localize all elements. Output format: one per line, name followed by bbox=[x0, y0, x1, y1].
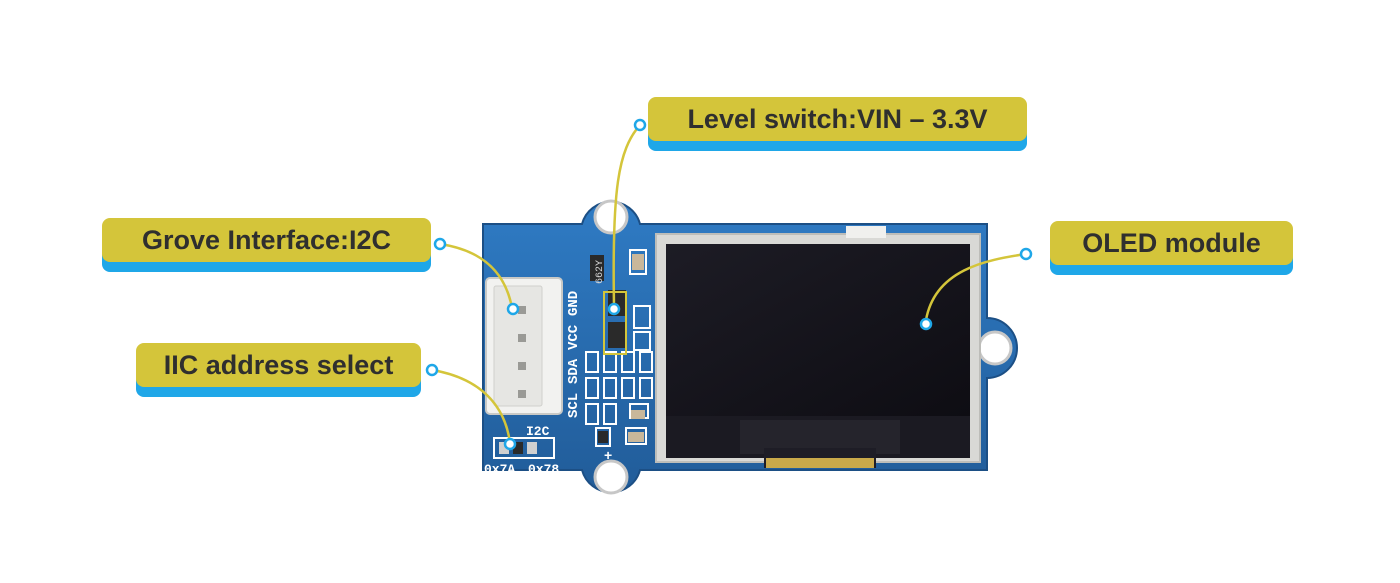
leader-grove bbox=[439, 242, 514, 309]
leader-iic bbox=[431, 368, 512, 444]
marker-dot-oled bbox=[919, 317, 933, 331]
grove-connector bbox=[485, 277, 563, 415]
callout-grove-interface: Grove Interface:I2C bbox=[102, 218, 431, 272]
callout-iic-address-label: IIC address select bbox=[136, 343, 421, 387]
mounting-hole-bottom bbox=[593, 459, 629, 495]
oled-module bbox=[655, 226, 981, 468]
marker-dot-grove bbox=[506, 302, 520, 316]
pin-label-vcc: VCC bbox=[566, 324, 582, 350]
smd-components bbox=[585, 249, 653, 447]
mounting-hole-top bbox=[593, 199, 629, 235]
leader-level bbox=[612, 124, 641, 306]
callout-level-switch-label: Level switch:VIN – 3.3V bbox=[648, 97, 1027, 141]
marker-dot-iic bbox=[503, 437, 517, 451]
callout-grove-interface-label: Grove Interface:I2C bbox=[102, 218, 431, 262]
address-option-78: 0x78 bbox=[528, 462, 559, 477]
marker-dot-oled-label bbox=[1019, 247, 1033, 261]
callout-oled-module-label: OLED module bbox=[1050, 221, 1293, 265]
pin-labels: SCL SDA VCC GND bbox=[566, 291, 582, 418]
callout-oled-module: OLED module bbox=[1050, 221, 1293, 275]
callout-level-switch: Level switch:VIN – 3.3V bbox=[648, 97, 1027, 151]
marker-dot-grove-label bbox=[433, 237, 447, 251]
address-jumper bbox=[493, 437, 555, 459]
i2c-silkscreen-label: I2C bbox=[526, 424, 550, 439]
marker-dot-level-label bbox=[633, 118, 647, 132]
pin-label-sda: SDA bbox=[566, 358, 582, 384]
marker-dot-level bbox=[607, 302, 621, 316]
plus-mark: + bbox=[604, 447, 612, 463]
address-option-7a: 0x7A bbox=[484, 462, 515, 477]
chip-marking: 662Y bbox=[595, 260, 606, 284]
pin-label-scl: SCL bbox=[566, 393, 582, 418]
pin-label-gnd: GND bbox=[566, 291, 582, 316]
marker-dot-iic-label bbox=[425, 363, 439, 377]
callout-iic-address: IIC address select bbox=[136, 343, 421, 397]
leader-oled bbox=[924, 252, 1027, 321]
smd-parts bbox=[590, 254, 645, 443]
